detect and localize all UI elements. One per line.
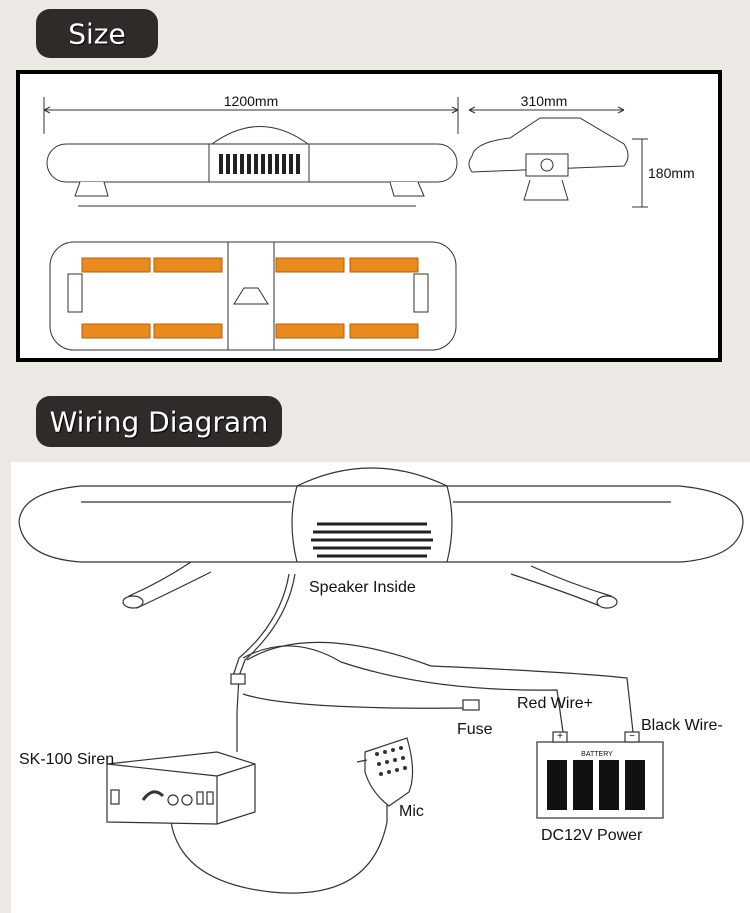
fuse-label: Fuse: [457, 721, 493, 738]
size-panel: 1200mm 310mm 180mm: [16, 70, 722, 362]
connector: [230, 673, 246, 685]
battery-cells: [547, 760, 645, 810]
wiring-diagram: BATTERY + − Speaker Inside SK-100 Siren …: [18, 467, 744, 894]
speaker-grille: [311, 522, 433, 558]
siren-label: SK-100 Siren: [19, 751, 114, 768]
size-heading: Size: [36, 9, 158, 58]
minus-terminal-label: −: [629, 731, 635, 742]
size-heading-text: Size: [68, 17, 126, 50]
siren-box: [106, 751, 256, 825]
battery-label: BATTERY: [581, 751, 613, 758]
width-dimension-label: 310mm: [521, 93, 568, 109]
black-wire-label: Black Wire-: [641, 717, 723, 734]
wiring-panel: BATTERY + − Speaker Inside SK-100 Siren …: [11, 462, 750, 913]
plus-terminal-label: +: [557, 731, 563, 742]
power-label: DC12V Power: [541, 827, 643, 844]
side-view-lightbar: [468, 106, 648, 208]
microphone: [356, 737, 414, 807]
mic-label: Mic: [399, 803, 424, 820]
fuse: [462, 699, 480, 711]
front-view-grille: [219, 154, 300, 174]
length-dimension-label: 1200mm: [224, 93, 278, 109]
red-wire-label: Red Wire+: [517, 695, 593, 712]
mic-grille: [375, 746, 407, 776]
wiring-heading: Wiring Diagram: [36, 396, 282, 447]
size-drawings: 1200mm 310mm 180mm: [43, 93, 695, 351]
speaker-inside-label: Speaker Inside: [309, 579, 416, 596]
front-view-lightbar: [43, 97, 459, 207]
amber-led-modules: [81, 257, 419, 339]
wires: [170, 573, 634, 894]
height-dimension-label: 180mm: [648, 165, 695, 181]
size-drawing-area: 1200mm 310mm 180mm: [20, 74, 718, 358]
wiring-heading-text: Wiring Diagram: [49, 405, 269, 438]
